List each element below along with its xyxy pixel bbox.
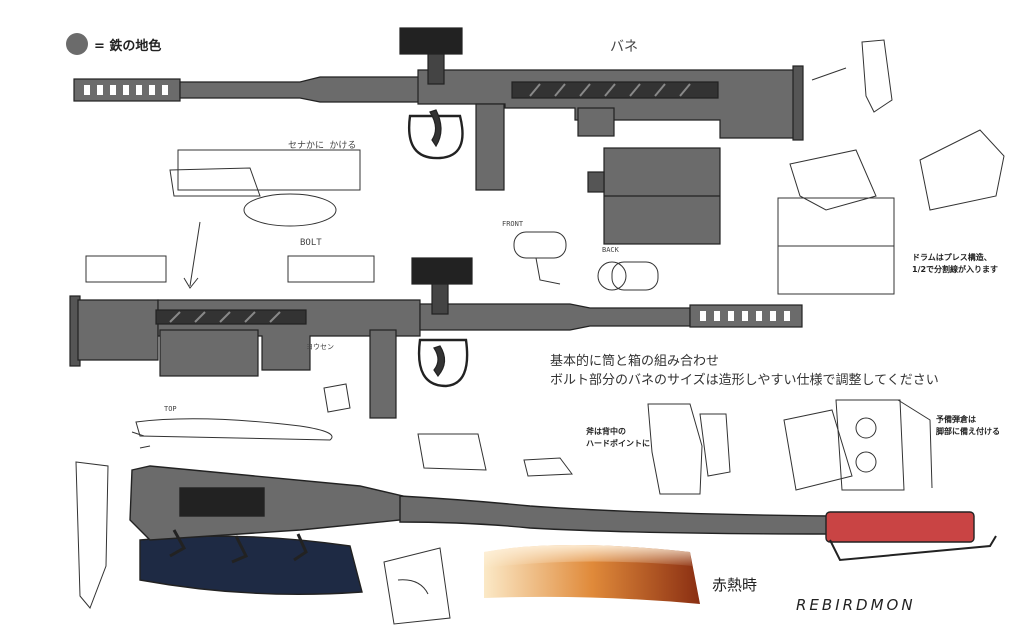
axe-note-line-2: ハードポイントに [586, 439, 650, 448]
bolt-label: BOLT [300, 238, 322, 248]
axe-note-line-1: 斧は背中の [586, 427, 626, 436]
spring-note: バネ [610, 39, 638, 55]
detail-sketches [75, 39, 1005, 625]
magazine-note: ドラムはプレス構造、 1/2で分割線が入ります [912, 252, 998, 276]
axe-side-view [129, 465, 997, 595]
legend-swatch [66, 33, 88, 55]
magazine-note-line-2: 1/2で分割線が入ります [912, 265, 999, 274]
magazine-note-line-1: ドラムはプレス構造、 [912, 253, 992, 262]
description-text: 基本的に筒と箱の組み合わせ ボルト部分のバネのサイズは造形しやすい仕様で調整して… [550, 352, 939, 390]
red-hot-label: 赤熱時 [712, 576, 758, 594]
reserve-magazine-note: 予備弾倉は 脚部に備え付ける [936, 414, 1000, 438]
description-line-1: 基本的に筒と箱の組み合わせ [550, 354, 720, 369]
axe-note: 斧は背中の ハードポイントに [586, 426, 650, 450]
rifle-side-view-middle [69, 257, 803, 419]
top-label: TOP [164, 405, 177, 413]
reserve-note-line-2: 脚部に備え付ける [936, 427, 1000, 436]
scribble-note-1: セナかに かける [288, 141, 357, 151]
artist-signature: REBIRDMON [796, 596, 916, 614]
back-label: BACK [602, 246, 619, 254]
front-label: FRONT [502, 220, 524, 228]
rifle-side-view-top [73, 27, 804, 245]
reserve-note-line-1: 予備弾倉は [936, 415, 976, 424]
description-line-2: ボルト部分のバネのサイズは造形しやすい仕様で調整してください [550, 373, 939, 388]
legend-label: = 鉄の地色 [94, 39, 162, 54]
scribble-note-2: ヨウセン [306, 343, 334, 351]
